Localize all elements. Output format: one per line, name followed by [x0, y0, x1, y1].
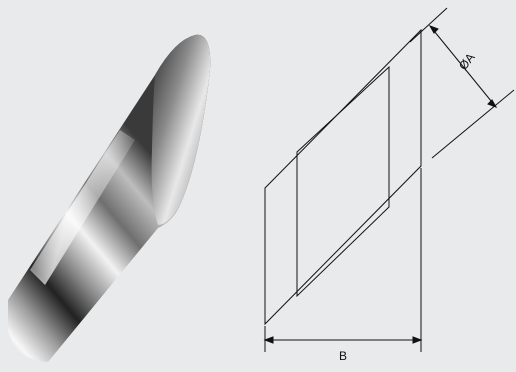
tube-inner-opening — [296, 65, 390, 298]
arrow-head-left — [263, 336, 274, 344]
diameter-dimension-line — [429, 25, 497, 108]
arrow-head-top — [428, 25, 439, 34]
length-label: B — [339, 349, 347, 363]
tube-outline — [264, 28, 422, 326]
diameter-label: ØA — [456, 50, 478, 72]
tube-inner-wall — [151, 34, 211, 225]
arrow-head-bottom — [487, 99, 498, 108]
technical-drawing — [263, 7, 515, 352]
extension-line-top — [409, 7, 448, 43]
angled-tube-cut-photo — [8, 34, 211, 362]
extension-line-bottom — [431, 89, 515, 159]
tube-highlight — [30, 130, 135, 285]
arrow-head-right — [412, 336, 423, 344]
